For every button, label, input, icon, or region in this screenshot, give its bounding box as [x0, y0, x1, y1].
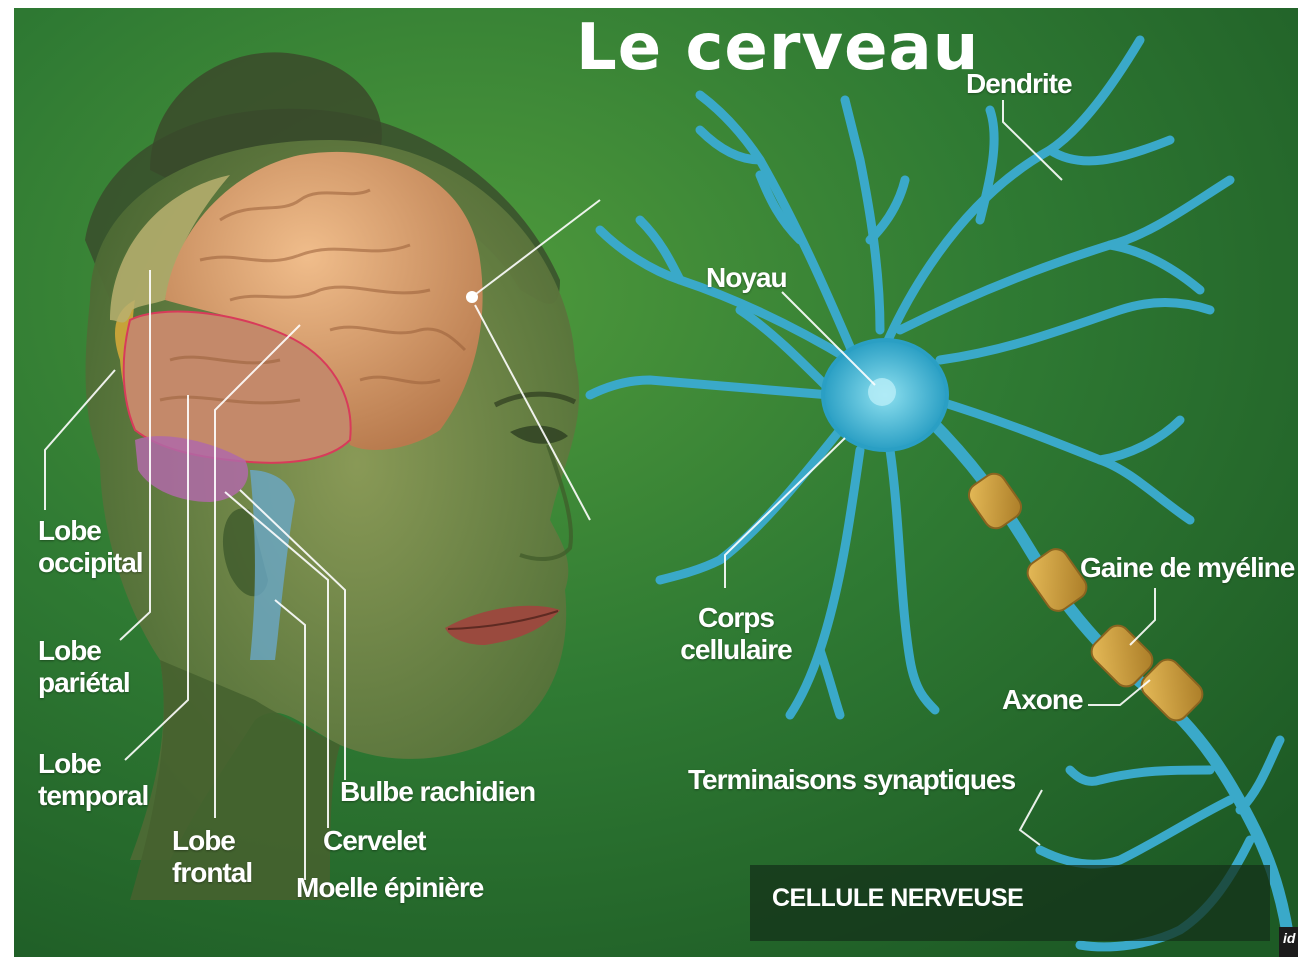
label-gaine-de-myeline: Gaine de myéline: [1080, 552, 1294, 584]
label-lobe-parietal: Lobe pariétal: [38, 635, 130, 699]
label-lobe-frontal: Lobe frontal: [172, 825, 252, 889]
label-terminaisons-synaptiques: Terminaisons synaptiques: [688, 764, 1015, 796]
label-dendrite: Dendrite: [966, 68, 1072, 100]
publisher-logo-text: id: [1283, 930, 1295, 946]
neuron-caption: CELLULE NERVEUSE: [772, 884, 1023, 913]
label-moelle-epiniere: Moelle épinière: [296, 872, 483, 904]
label-cervelet: Cervelet: [323, 825, 426, 857]
label-bulbe-rachidien: Bulbe rachidien: [340, 776, 535, 808]
label-axone: Axone: [1002, 684, 1083, 716]
label-lobe-occipital: Lobe occipital: [38, 515, 143, 579]
label-noyau: Noyau: [706, 262, 787, 294]
page-title: Le cerveau: [576, 8, 979, 88]
label-lobe-temporal: Lobe temporal: [38, 748, 148, 812]
label-corps-cellulaire: Corps cellulaire: [680, 602, 792, 666]
